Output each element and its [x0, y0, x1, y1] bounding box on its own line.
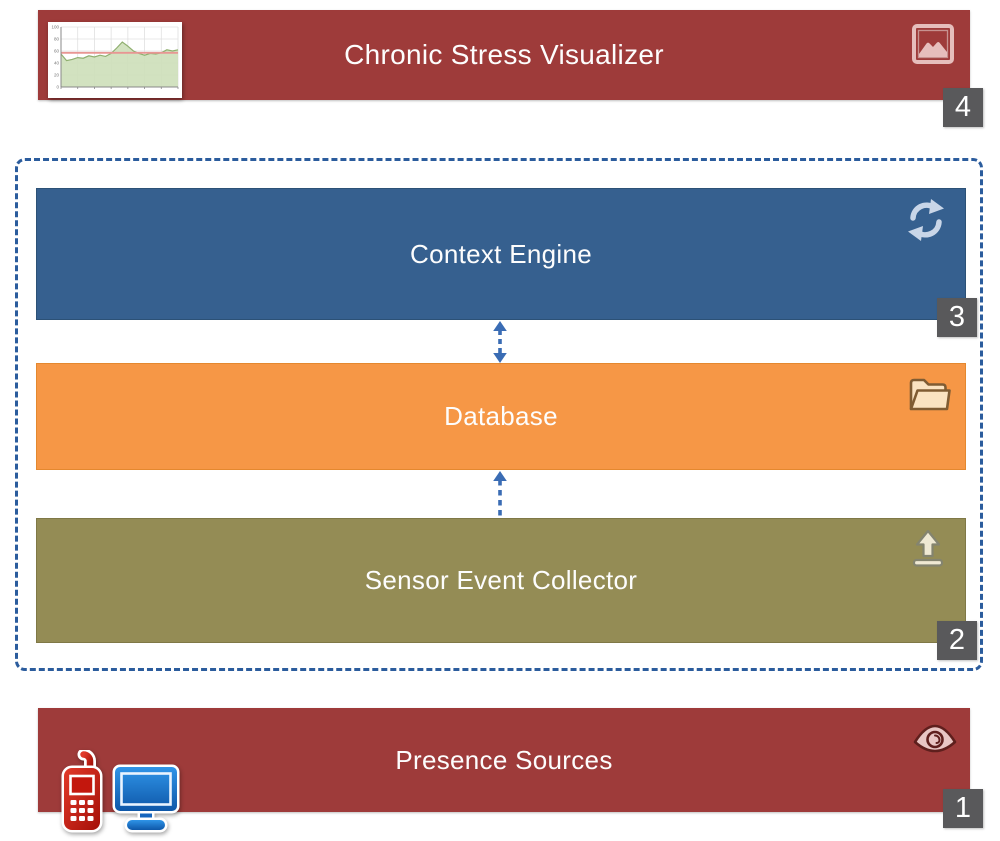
- layer-number-badge-2: 2: [937, 621, 977, 660]
- layer-context-engine-title: Context Engine: [410, 238, 592, 269]
- svg-text:80: 80: [54, 37, 60, 42]
- stress-chart-svg: 0 20 40 60 80 100: [51, 25, 179, 90]
- layer-presence-sources-title: Presence Sources: [395, 744, 613, 775]
- desktop-monitor-icon: [110, 762, 182, 841]
- layer-visualizer-bar: 0 20 40 60 80 100 Chronic Stress Visualizer: [38, 10, 970, 100]
- layer-presence-sources-bar: Presence Sources: [38, 708, 970, 812]
- stress-chart-thumbnail: 0 20 40 60 80 100: [48, 22, 182, 98]
- svg-text:40: 40: [54, 61, 60, 66]
- layer-number-badge-4: 4: [943, 88, 983, 127]
- connector-sensor-database: [489, 471, 511, 523]
- svg-text:20: 20: [54, 73, 60, 78]
- layer-database-bar: Database: [36, 363, 966, 470]
- picture-icon: [910, 21, 956, 72]
- layer-number-badge-3: 3: [937, 298, 977, 337]
- svg-text:100: 100: [51, 25, 59, 30]
- eye-icon: [911, 721, 959, 764]
- connector-context-database: [489, 321, 511, 368]
- layer-number-badge-1: 1: [943, 789, 983, 828]
- layer-visualizer-title: Chronic Stress Visualizer: [344, 39, 664, 70]
- layer-database-title: Database: [444, 401, 558, 431]
- upload-icon: [906, 527, 950, 578]
- svg-text:0: 0: [56, 85, 59, 90]
- layer-context-engine-bar: Context Engine: [36, 188, 966, 320]
- sync-icon: [903, 195, 949, 250]
- mobile-phone-icon: [58, 748, 106, 841]
- svg-text:60: 60: [54, 49, 60, 54]
- layer-sensor-collector-title: Sensor Event Collector: [364, 565, 638, 595]
- layer-sensor-collector-bar: Sensor Event Collector: [36, 518, 966, 643]
- middleware-group-outline: [15, 158, 983, 671]
- open-folder-icon: [905, 373, 955, 422]
